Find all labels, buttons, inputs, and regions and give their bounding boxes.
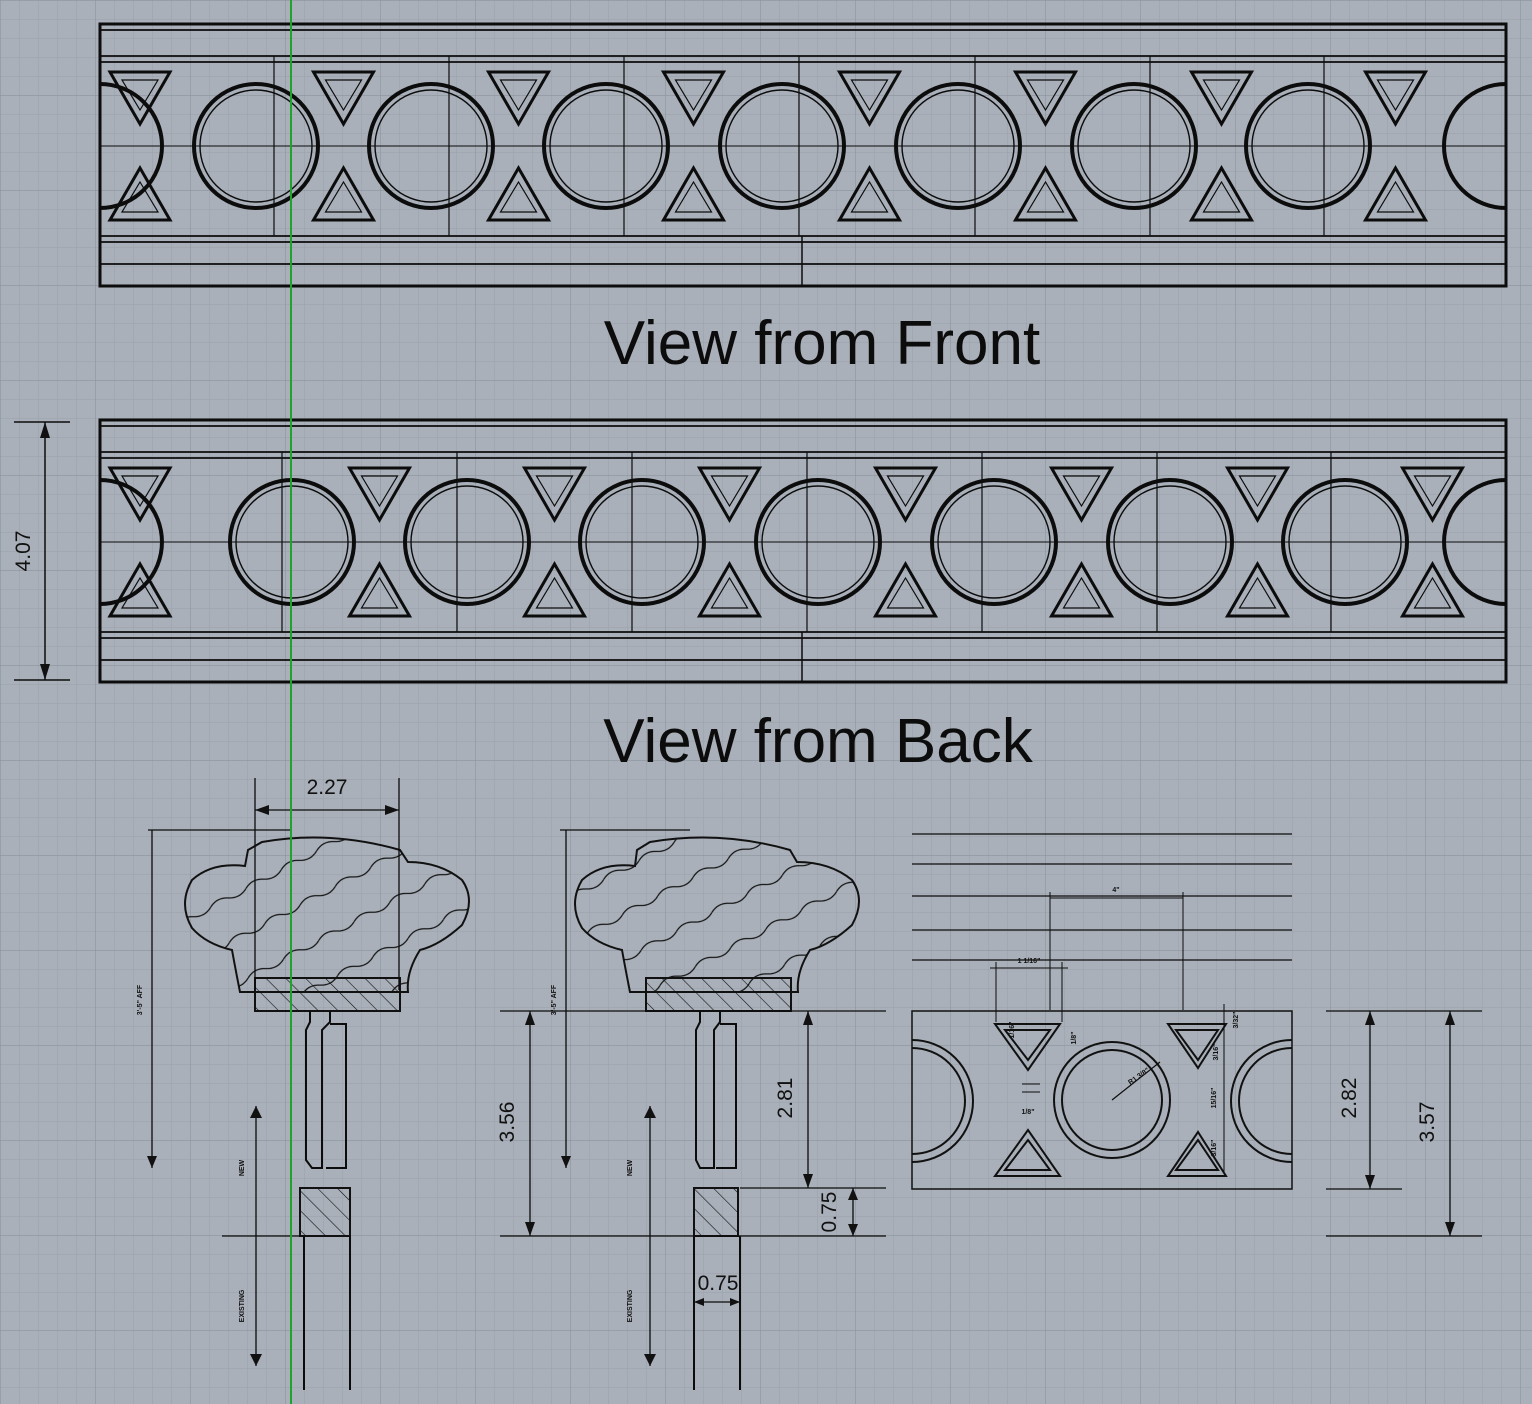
front-view-label: View from Front — [604, 309, 1040, 378]
section-left: 3'-5" AFF NEW EXISTING 2.27 — [137, 776, 470, 1390]
svg-text:EXISTING: EXISTING — [627, 1289, 634, 1322]
handrail-profile-left — [184, 836, 470, 993]
back-elevation — [98, 418, 1508, 684]
rail-height-value: 2.81 — [774, 1078, 797, 1119]
section-middle: 3'-5" AFF NEW EXISTING 3.56 2.81 0.75 0.… — [496, 829, 886, 1390]
svg-text:EXISTING: EXISTING — [239, 1289, 246, 1322]
svg-text:3/16": 3/16" — [1213, 1044, 1220, 1061]
base-block-mid — [693, 1187, 739, 1237]
subrail-left — [254, 977, 401, 1012]
detail-openings — [911, 1023, 1293, 1177]
svg-text:3/32": 3/32" — [1233, 1012, 1240, 1029]
svg-text:1/8": 1/8" — [1071, 1031, 1078, 1044]
svg-text:NEW: NEW — [239, 1159, 246, 1176]
svg-text:15/16": 15/16" — [1211, 1088, 1218, 1109]
svg-text:NEW: NEW — [627, 1159, 634, 1176]
detail-rail-value: 2.82 — [1338, 1078, 1361, 1119]
back-height-dimension: 4.07 — [12, 421, 70, 681]
base-block-left — [299, 1187, 351, 1237]
handrail-profile-mid — [574, 836, 860, 993]
subrail-mid — [645, 977, 792, 1012]
svg-text:1/8": 1/8" — [1021, 1109, 1034, 1116]
svg-text:1/16": 1/16" — [1009, 1022, 1016, 1039]
svg-text:3'-5" AFF: 3'-5" AFF — [137, 984, 144, 1015]
profile-width-value: 2.27 — [307, 776, 348, 799]
svg-text:4": 4" — [1112, 887, 1119, 894]
front-elevation — [98, 22, 1508, 288]
detail-panel — [911, 1010, 1293, 1190]
back-height-value: 4.07 — [12, 531, 35, 572]
svg-text:1 1/16": 1 1/16" — [1018, 958, 1041, 965]
overall-height-value: 3.56 — [496, 1102, 519, 1143]
detail-overall-value: 3.57 — [1416, 1102, 1439, 1143]
base-height-value: 0.75 — [818, 1192, 841, 1233]
svg-text:3/16": 3/16" — [1211, 1140, 1218, 1157]
back-view-label: View from Back — [603, 707, 1034, 776]
base-width-value: 0.75 — [698, 1272, 739, 1295]
svg-text:3'-5" AFF: 3'-5" AFF — [551, 984, 558, 1015]
